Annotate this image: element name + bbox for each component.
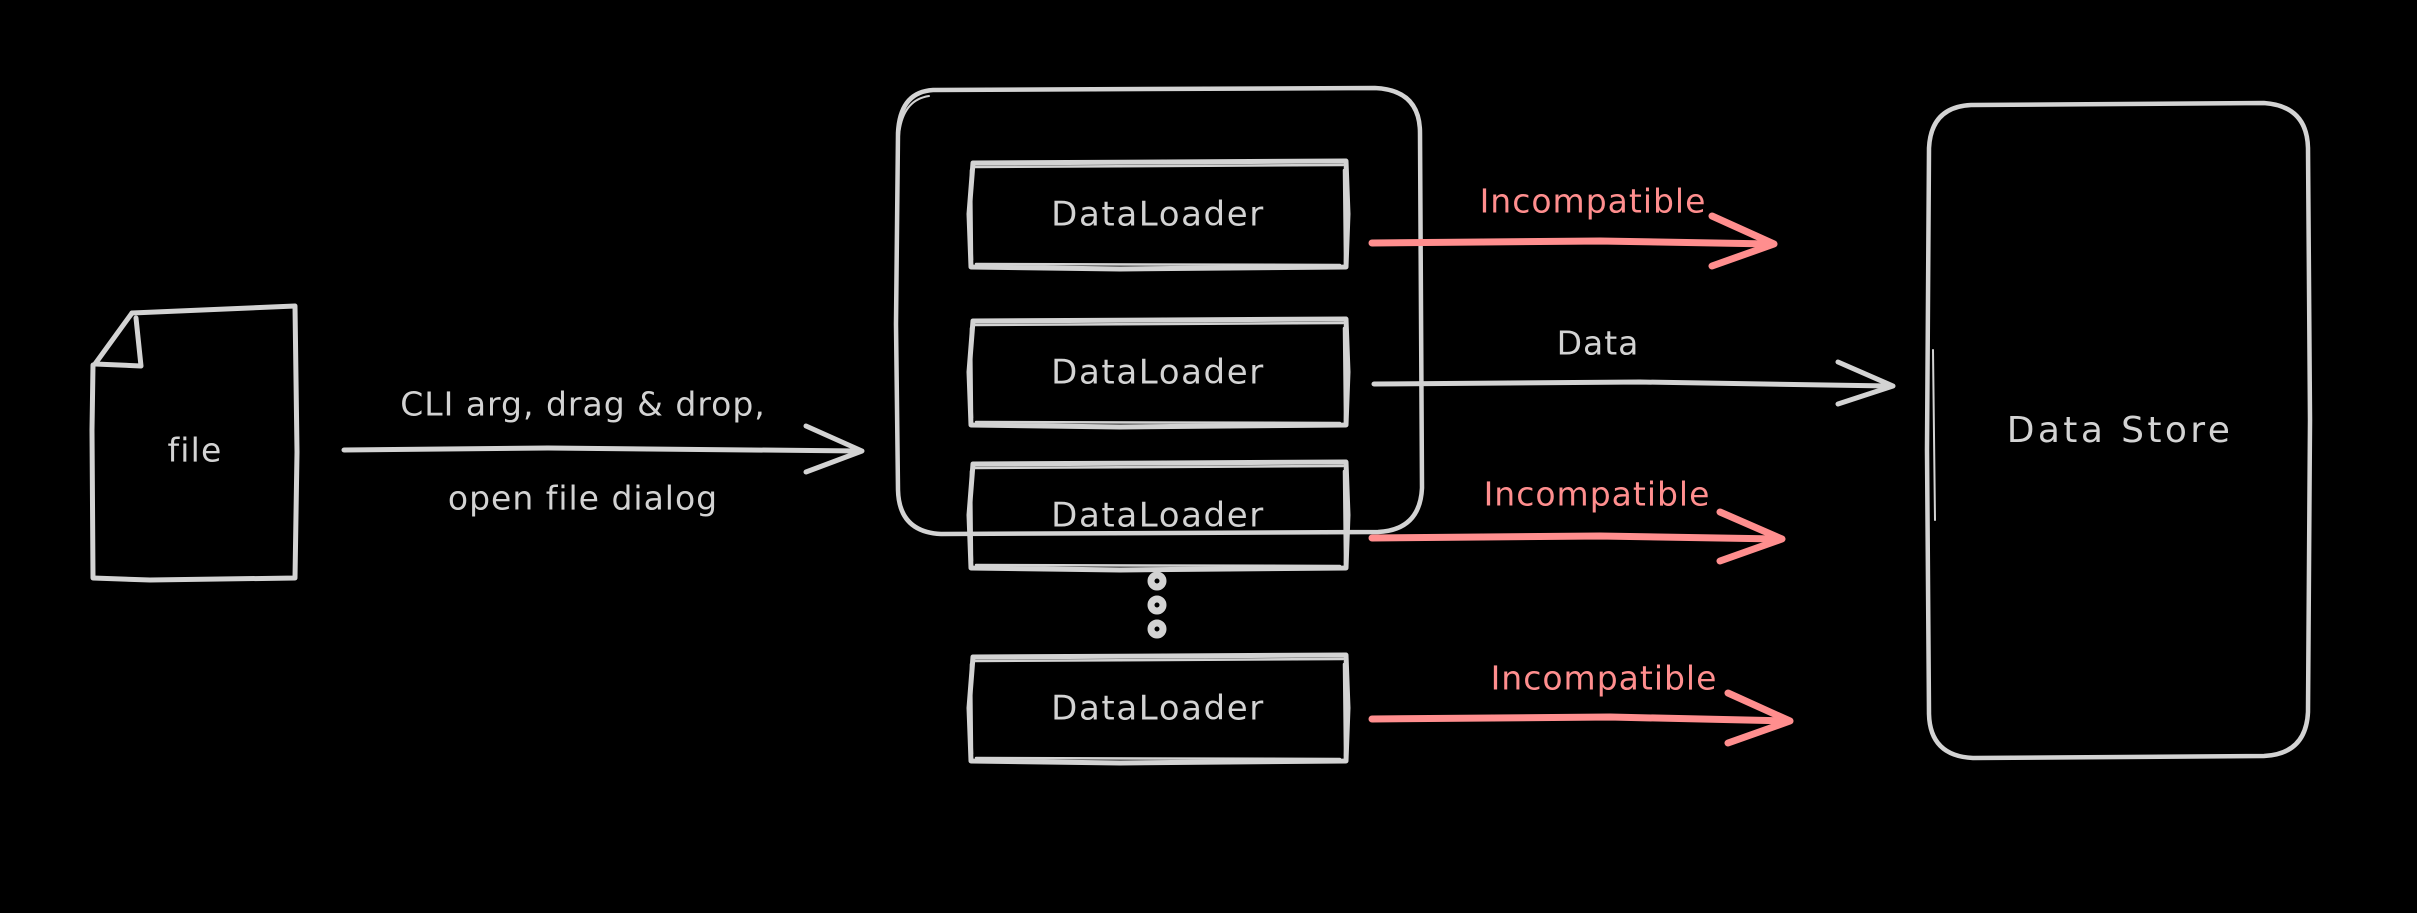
loader-group-outline (893, 85, 1425, 537)
output-arrow-2-shaft (1371, 379, 1893, 389)
dataloader-label-1: DataLoader (1051, 195, 1265, 235)
output-arrow-4 (1368, 689, 1794, 747)
input-arrow-shaft (341, 445, 863, 454)
data-store-outline (1924, 100, 2313, 761)
dataloader-box-2-outline (966, 316, 1351, 430)
data-store-label: Data Store (2007, 410, 2234, 451)
dataloader-box-1-outline (966, 158, 1351, 272)
loader-group-container[interactable] (893, 85, 1425, 537)
output-edge-label-4: Incompatible (1491, 659, 1718, 698)
output-arrow-3-shaft (1368, 532, 1784, 543)
dataloader-label-3: DataLoader (1051, 496, 1265, 536)
vertical-dots-icon (1147, 571, 1167, 639)
dataloader-box-4-outline (966, 652, 1351, 766)
input-edge-label-line-2: open file dialog (448, 479, 718, 518)
dataloader-box-3[interactable]: DataLoader (966, 459, 1351, 573)
loader-group-outline-sketch (896, 95, 930, 201)
dataloader-box-4-inner (969, 657, 1347, 761)
output-arrow-3 (1368, 508, 1786, 565)
input-edge-label-line-1: CLI arg, drag & drop, (400, 385, 766, 424)
dataloader-box-1-inner (969, 163, 1347, 267)
dataloader-box-3-inner (969, 464, 1347, 568)
dataloader-box-3-outline (966, 459, 1351, 573)
dataloader-label-2: DataLoader (1051, 353, 1265, 393)
input-arrow (341, 423, 865, 475)
dataloader-label-4: DataLoader (1051, 689, 1265, 729)
dataloader-box-2-inner (969, 321, 1347, 425)
output-edge-label-1: Incompatible (1480, 182, 1707, 221)
data-store-node[interactable]: Data Store (1924, 100, 2313, 761)
dataloader-box-2[interactable]: DataLoader (966, 316, 1351, 430)
file-node[interactable]: file (89, 303, 300, 583)
output-arrow-4-head (1724, 689, 1794, 747)
output-arrow-3-head (1716, 508, 1786, 565)
output-arrow-1 (1368, 212, 1778, 270)
file-outline (89, 303, 300, 583)
file-label: file (167, 431, 222, 470)
output-arrow-2 (1371, 359, 1896, 407)
output-edge-label-2: Data (1557, 324, 1640, 363)
dataloader-box-4[interactable]: DataLoader (966, 652, 1351, 766)
input-arrow-head (803, 423, 865, 475)
file-fold-icon (92, 310, 144, 369)
dataloader-box-1[interactable]: DataLoader (966, 158, 1351, 272)
data-store-outline-sketch (1932, 349, 1936, 521)
output-edge-label-3: Incompatible (1484, 475, 1711, 514)
output-arrow-1-shaft (1368, 237, 1776, 248)
output-arrow-1-head (1708, 212, 1778, 270)
output-arrow-4-shaft (1368, 713, 1792, 725)
output-arrow-2-head (1835, 359, 1896, 407)
